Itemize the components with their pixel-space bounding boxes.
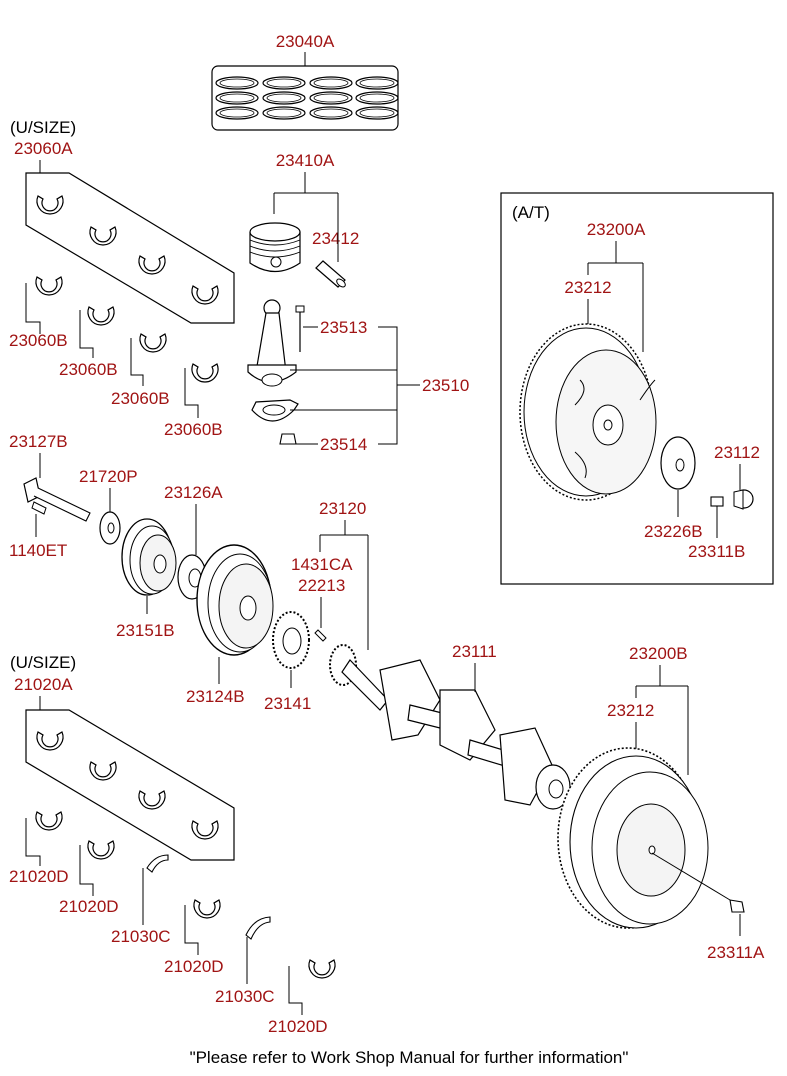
piston-pin-icon (315, 260, 346, 288)
leader-23120 (319, 520, 369, 650)
label-23060B-2: 23060B (59, 360, 118, 379)
label-23126A: 23126A (164, 483, 223, 502)
leader-23410A (273, 172, 339, 228)
label-23040A: 23040A (276, 32, 335, 51)
leader-21020D-2 (79, 845, 94, 896)
label-23124B: 23124B (186, 687, 245, 706)
label-23112: 23112 (714, 443, 760, 462)
rod-cap-icon (251, 399, 299, 445)
label-23410A: 23410A (276, 151, 335, 170)
bushing-icon (733, 489, 754, 510)
label-23141: 23141 (264, 694, 311, 713)
leader-23510 (290, 326, 420, 445)
timing-sprocket-icon (272, 611, 310, 669)
label-21720P: 21720P (79, 467, 138, 486)
label-21020D-2: 21020D (59, 897, 119, 916)
leader-23200B (635, 665, 689, 775)
crank-bolt-icon (23, 477, 91, 522)
at-tag: (A/T) (512, 203, 550, 222)
drive-plate-icon (519, 323, 657, 501)
piston-icon (249, 222, 301, 273)
piston-ring-set-icon (215, 76, 399, 120)
label-23513: 23513 (320, 318, 367, 337)
label-21030C-1: 21030C (111, 927, 171, 946)
footer-note: "Please refer to Work Shop Manual for fu… (190, 1048, 629, 1067)
label-23200A: 23200A (587, 220, 646, 239)
woodruff-key-icon (314, 629, 327, 642)
flywheel-bolt-icon (729, 899, 745, 913)
at-box (500, 192, 774, 585)
bearing-set-box-bottom (25, 709, 235, 861)
label-21020D-3: 21020D (164, 957, 224, 976)
label-23311A: 23311A (707, 943, 765, 962)
label-21030C-2: 21030C (215, 987, 275, 1006)
leader-21020D-4 (288, 966, 303, 1015)
leader-21020D-3 (184, 905, 199, 955)
usize-tag-bottom: (U/SIZE) (10, 653, 76, 672)
washer-icon (99, 511, 121, 545)
adapter-plate-icon (660, 436, 696, 490)
label-23412: 23412 (312, 229, 359, 248)
leader-23311A-axis (651, 852, 731, 901)
leader-23060B-2 (79, 310, 94, 358)
damper-pulley-icon (196, 544, 274, 656)
leader-23060B-3 (130, 338, 144, 386)
label-23111: 23111 (452, 642, 497, 661)
label-23060B-1: 23060B (9, 331, 68, 350)
leader-23060B-1 (25, 283, 41, 334)
thrust-washer-icon (146, 854, 271, 940)
label-1140ET: 1140ET (9, 541, 67, 560)
connecting-rod-icon (247, 299, 305, 387)
label-23060A: 23060A (14, 139, 73, 158)
label-23060B-4: 23060B (164, 420, 223, 439)
label-23200B: 23200B (629, 644, 688, 663)
crankshaft-icon (329, 644, 571, 810)
label-21020D-4: 21020D (268, 1017, 328, 1036)
label-21020D-1: 21020D (9, 867, 69, 886)
label-23514: 23514 (320, 435, 367, 454)
usize-tag-top: (U/SIZE) (10, 118, 76, 137)
label-23151B: 23151B (116, 621, 175, 640)
label-23212-mt: 23212 (607, 701, 654, 720)
key-bolt-icon (31, 501, 47, 515)
label-21020A: 21020A (14, 675, 73, 694)
leader-21020D-1 (25, 818, 41, 866)
leader-23200A (587, 241, 644, 352)
label-23226B: 23226B (644, 522, 703, 541)
label-22213: 22213 (298, 576, 345, 595)
label-23127B: 23127B (9, 432, 68, 451)
label-23510: 23510 (422, 376, 469, 395)
label-23060B-3: 23060B (111, 389, 170, 408)
leader-23060B-4 (184, 368, 199, 418)
label-23120: 23120 (319, 499, 366, 518)
flywheel-icon (557, 747, 709, 929)
label-1431CA: 1431CA (291, 555, 353, 574)
pulley-23151B-icon (121, 518, 177, 596)
bearing-set-box-top (25, 172, 235, 324)
label-23212-at: 23212 (564, 278, 611, 297)
label-23311B: 23311B (688, 542, 745, 561)
bolt-23311B-icon (710, 496, 724, 507)
